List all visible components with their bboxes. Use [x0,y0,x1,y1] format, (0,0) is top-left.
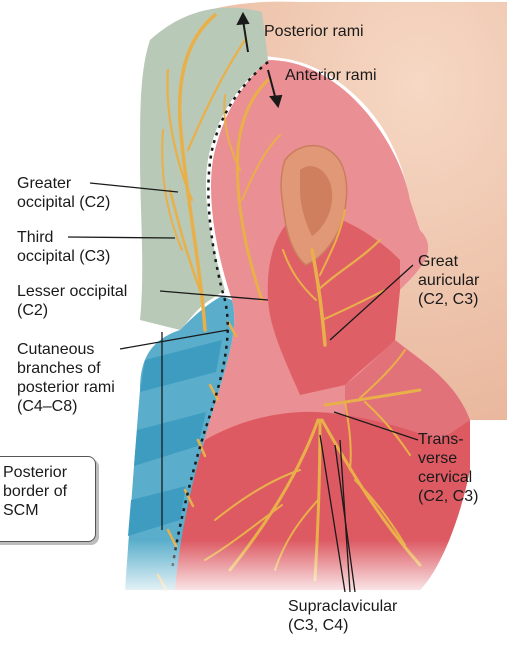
bottom-white [0,598,507,656]
label-third-occipital: Third occipital (C3) [17,228,110,266]
label-posterior-rami: Posterior rami [264,22,364,41]
posterior-border-scm-callout: Posterior border of SCM [0,456,96,542]
label-great-auricular: Great auricular (C2, C3) [418,252,479,309]
label-greater-occipital: Greater occipital (C2) [17,174,110,212]
label-cutaneous-branches: Cutaneous branches of posterior rami (C4… [17,340,115,416]
bottom-fade [0,540,507,600]
label-supraclavicular: Supraclavicular (C3, C4) [288,597,397,635]
label-posterior-border-scm: Posterior border of SCM [3,463,95,520]
label-lesser-occipital: Lesser occipital (C2) [17,282,127,320]
label-anterior-rami: Anterior rami [285,66,377,85]
label-transverse-cervical: Trans- verse cervical (C2, C3) [418,430,478,506]
